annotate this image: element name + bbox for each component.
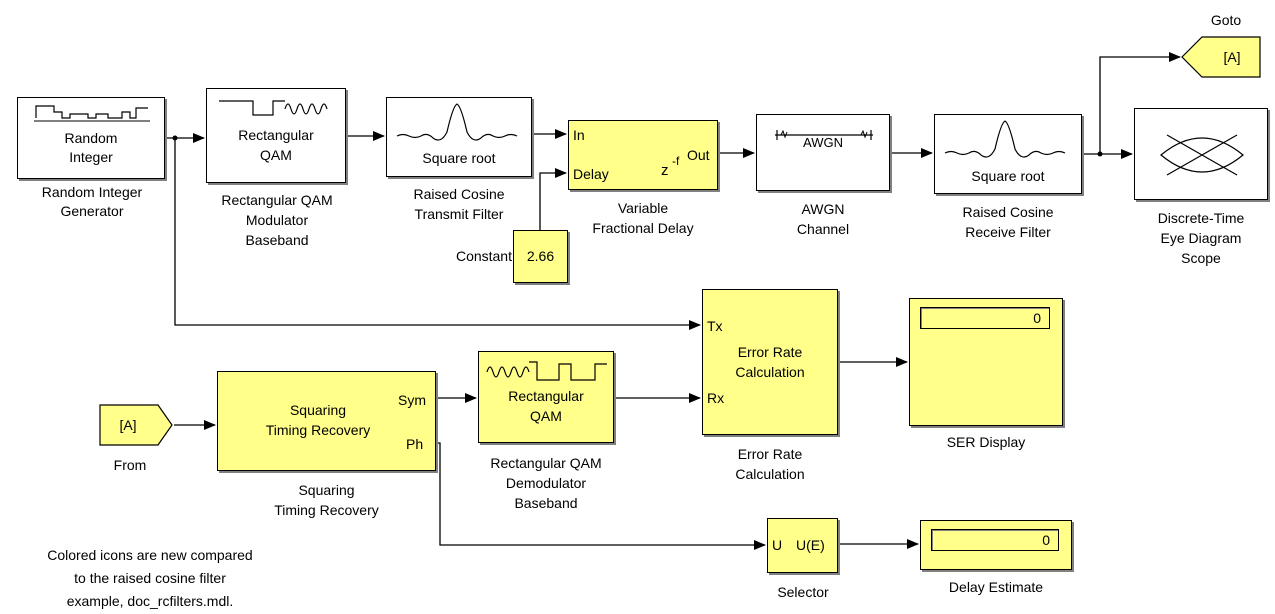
- random-integer-icon-text-1: Random: [64, 130, 118, 146]
- awgn-icon-text: AWGN: [803, 135, 843, 150]
- junction-dot: [172, 135, 178, 141]
- qam-waveform-icon: [219, 100, 328, 116]
- timing-recovery-ph-port: Ph: [406, 436, 424, 452]
- constant-value: 2.66: [526, 248, 555, 264]
- random-integer-icon-text-2: Integer: [69, 149, 113, 165]
- goto-tag: [A]: [1223, 49, 1241, 65]
- ser-display-value: 0: [920, 307, 1050, 329]
- qam-demod-label-2: Demodulator: [505, 475, 587, 491]
- timing-recovery-icon-text-2: Timing Recovery: [265, 422, 371, 438]
- frac-delay-delay-port: Delay: [573, 166, 609, 182]
- random-integer-icon: [34, 105, 150, 122]
- goto-block[interactable]: [1180, 34, 1264, 82]
- qam-mod-icon-text-1: Rectangular: [238, 127, 314, 143]
- awgn-label-2: Channel: [796, 221, 850, 237]
- error-rate-label-2: Calculation: [735, 466, 805, 482]
- junction-dot: [1097, 151, 1103, 157]
- error-rate-tx-port: Tx: [707, 318, 723, 334]
- qam-demod-icon-text-2: QAM: [530, 408, 562, 424]
- rx-filter-label-1: Raised Cosine: [962, 204, 1054, 220]
- tx-filter-icon-text: Square root: [422, 150, 496, 166]
- random-integer-label-1: Random Integer: [41, 184, 143, 200]
- eye-scope-label-1: Discrete-Time: [1157, 210, 1245, 226]
- from-label: From: [113, 457, 147, 473]
- eye-scope-label-3: Scope: [1181, 250, 1221, 266]
- qam-mod-label-2: Modulator: [245, 212, 309, 228]
- selector-label: Selector: [777, 584, 829, 600]
- frac-delay-label-2: Fractional Delay: [592, 220, 694, 236]
- ser-display-label: SER Display: [946, 434, 1026, 450]
- raised-cosine-transmit-filter-block[interactable]: Square root: [386, 97, 532, 177]
- frac-delay-expression-base: z: [661, 162, 669, 179]
- selector-ue-port: U(E): [796, 537, 825, 553]
- qam-modulator-block[interactable]: Rectangular QAM: [206, 88, 346, 183]
- from-block[interactable]: [98, 403, 176, 449]
- eye-diagram-icon: [1160, 134, 1244, 176]
- squaring-timing-recovery-block[interactable]: Squaring Timing Recovery Sym Ph: [217, 371, 436, 471]
- variable-fractional-delay-block[interactable]: In Delay z -f Out: [568, 120, 718, 190]
- rx-filter-icon-text: Square root: [971, 168, 1045, 184]
- awgn-channel-block[interactable]: AWGN: [756, 114, 890, 191]
- awgn-label-1: AWGN: [801, 201, 845, 217]
- timing-recovery-icon-text-1: Squaring: [289, 402, 347, 418]
- raised-cosine-receive-filter-block[interactable]: Square root: [934, 114, 1082, 194]
- rx-filter-label-2: Receive Filter: [965, 224, 1051, 240]
- delay-estimate-value: 0: [931, 529, 1059, 551]
- tx-filter-label-2: Transmit Filter: [414, 206, 504, 222]
- constant-block[interactable]: 2.66: [513, 230, 568, 283]
- frac-delay-label-1: Variable: [617, 200, 669, 216]
- sinc-pulse-icon: [944, 120, 1066, 158]
- error-rate-calculation-block[interactable]: Tx Rx Error Rate Calculation: [702, 289, 838, 435]
- ser-display-block[interactable]: 0: [909, 298, 1063, 426]
- annotation-line-3: example, doc_rcfilters.mdl.: [66, 593, 234, 609]
- eye-diagram-scope-block[interactable]: [1134, 108, 1268, 200]
- error-rate-rx-port: Rx: [707, 390, 725, 406]
- frac-delay-in-port: In: [573, 127, 585, 143]
- annotation-line-2: to the raised cosine filter: [74, 570, 226, 586]
- delay-estimate-block[interactable]: 0: [920, 520, 1072, 570]
- awgn-channel-icon: [775, 129, 873, 140]
- wire-const-to-delay: [539, 168, 567, 230]
- qam-mod-label-1: Rectangular QAM: [221, 192, 333, 208]
- qam-demodulator-block[interactable]: Rectangular QAM: [478, 351, 614, 443]
- error-rate-label-1: Error Rate: [737, 446, 803, 462]
- wire-rxf-to-goto: [1099, 52, 1181, 154]
- wire-rint-to-tx: [174, 138, 701, 330]
- annotation-line-1: Colored icons are new compared: [47, 547, 253, 563]
- wire-ph-to-selector: [436, 442, 766, 550]
- frac-delay-out-port: Out: [687, 147, 710, 163]
- random-integer-label-2: Generator: [60, 203, 124, 219]
- sinc-pulse-icon: [396, 103, 518, 141]
- goto-label: Goto: [1210, 12, 1242, 28]
- frac-delay-expression-exponent: -f: [672, 154, 680, 168]
- random-integer-generator-block[interactable]: Random Integer: [17, 97, 165, 179]
- constant-label: Constant: [455, 248, 512, 264]
- delay-estimate-label: Delay Estimate: [948, 579, 1044, 595]
- from-tag: [A]: [119, 417, 137, 433]
- tx-filter-label-1: Raised Cosine: [413, 186, 505, 202]
- timing-recovery-label-2: Timing Recovery: [274, 502, 379, 518]
- selector-block[interactable]: U U(E): [767, 518, 838, 573]
- qam-waveform-icon: [486, 361, 607, 381]
- timing-recovery-label-1: Squaring: [298, 482, 355, 498]
- eye-scope-label-2: Eye Diagram: [1160, 230, 1242, 246]
- qam-demod-icon-text-1: Rectangular: [508, 388, 584, 404]
- error-rate-icon-text-2: Calculation: [735, 364, 805, 380]
- qam-demod-label-1: Rectangular QAM: [490, 455, 602, 471]
- qam-demod-label-3: Baseband: [514, 495, 578, 511]
- qam-mod-icon-text-2: QAM: [260, 147, 292, 163]
- selector-u-port: U: [772, 537, 783, 553]
- error-rate-icon-text-1: Error Rate: [737, 344, 803, 360]
- timing-recovery-sym-port: Sym: [398, 392, 426, 408]
- qam-mod-label-3: Baseband: [245, 232, 309, 248]
